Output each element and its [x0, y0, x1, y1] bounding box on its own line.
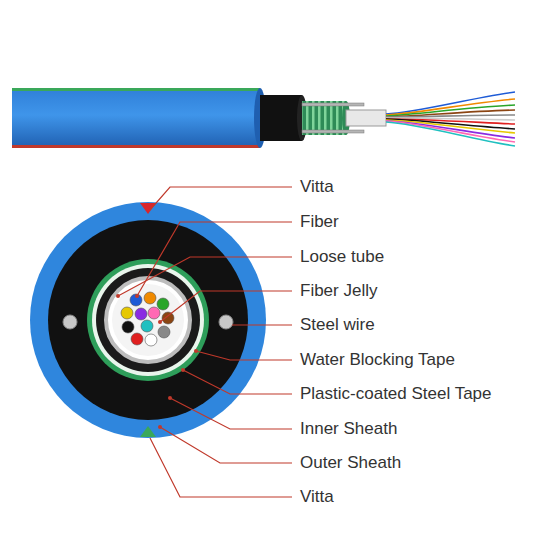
part-label: Vitta: [300, 487, 334, 507]
inner-sheath: [260, 95, 302, 141]
water-blocking-tape: [92, 264, 204, 376]
outer-sheath: [30, 202, 266, 438]
steel-wire: [219, 315, 233, 329]
cable-side-view: [12, 88, 515, 148]
leader-lines: [118, 187, 292, 497]
inner-sheath: [48, 220, 248, 420]
vitta-stripe: [12, 88, 260, 91]
part-label: Water Blocking Tape: [300, 350, 455, 370]
fibers: [386, 92, 515, 146]
steel-wire: [302, 103, 364, 106]
fiber-jelly: [112, 284, 184, 356]
outer-sheath: [12, 88, 260, 148]
part-label: Plastic-coated Steel Tape: [300, 384, 492, 404]
part-label: Fiber Jelly: [300, 281, 377, 301]
cable-cross-section: [30, 202, 266, 438]
steel-wire: [63, 315, 77, 329]
vitta-mark: [140, 203, 156, 214]
fibers: [121, 292, 174, 346]
leader-dots: [116, 294, 198, 429]
vitta-stripe: [12, 145, 260, 148]
loose-tube: [106, 278, 190, 362]
vitta-mark: [140, 426, 156, 437]
part-label: Fiber: [300, 212, 339, 232]
loose-tube: [346, 110, 386, 126]
gap: [96, 268, 200, 372]
steel-wire: [302, 130, 364, 133]
part-label: Inner Sheath: [300, 419, 397, 439]
part-label: Vitta: [300, 177, 334, 197]
part-label: Steel wire: [300, 315, 375, 335]
part-label: Loose tube: [300, 247, 384, 267]
part-label: Outer Sheath: [300, 453, 401, 473]
